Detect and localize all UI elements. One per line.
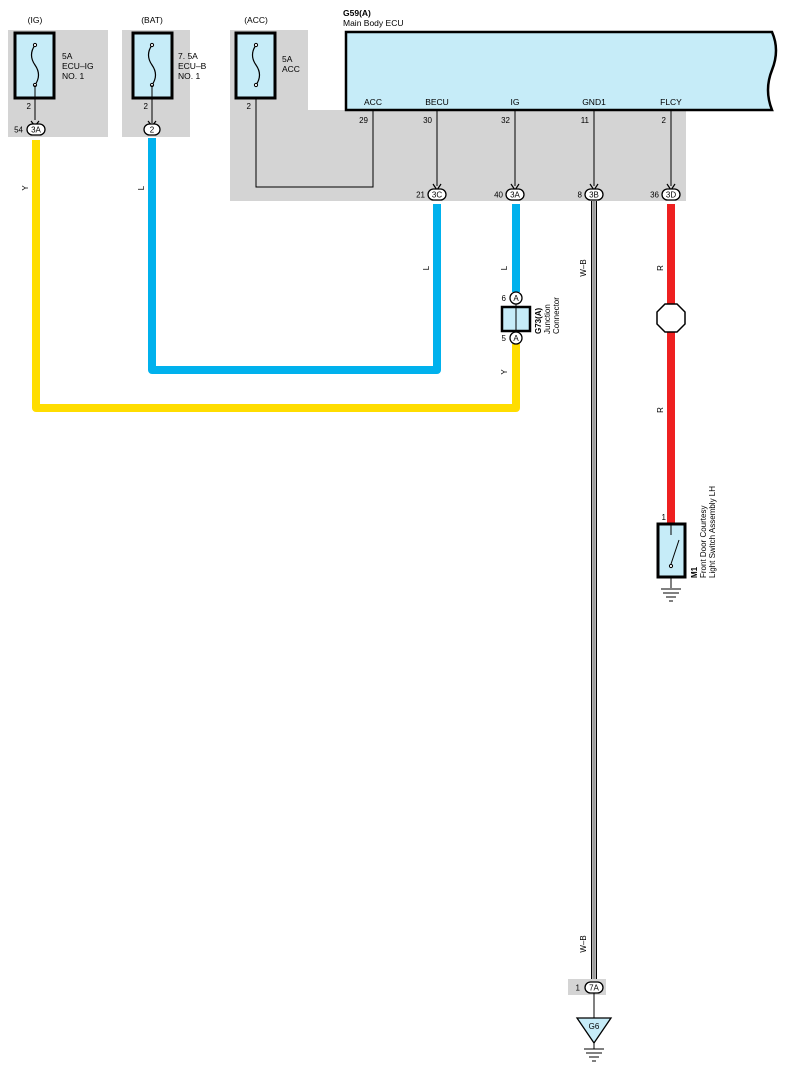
ecu-terminal-becu: BECU xyxy=(425,97,449,107)
junction-name1: Junction xyxy=(543,304,552,334)
fuse-ig-name2: NO. 1 xyxy=(62,71,84,81)
svg-text:3C: 3C xyxy=(432,191,442,200)
svg-text:7A: 7A xyxy=(589,984,599,993)
junction-connector: A 6 A 5 G73(A) Junction Connector xyxy=(500,291,561,345)
junction-code: G73(A) xyxy=(534,307,543,334)
svg-text:3A: 3A xyxy=(31,126,41,135)
door-courtesy-switch: 1 M1 Front Door Courtesy Light Switch As… xyxy=(656,486,717,602)
connector-ecu-3c: 3C 21 xyxy=(416,183,447,201)
switch-ground-icon xyxy=(661,588,681,602)
svg-text:3A: 3A xyxy=(510,191,520,200)
fuse-ig-pin: 2 xyxy=(27,102,32,111)
fuse-acc-name1: ACC xyxy=(282,64,300,74)
ground-icon xyxy=(584,1048,604,1062)
fuse-bat: (BAT) 7. 5A ECU–B NO. 1 2 xyxy=(131,15,207,123)
svg-text:3B: 3B xyxy=(589,191,599,200)
wire-yellow xyxy=(32,140,520,412)
svg-text:3D: 3D xyxy=(666,191,676,200)
ecu-terminal-gnd1: GND1 xyxy=(582,97,606,107)
ecu-pin-becu: 30 xyxy=(423,116,432,125)
fuse-bat-name2: NO. 1 xyxy=(178,71,200,81)
svg-text:2: 2 xyxy=(150,126,155,135)
svg-text:21: 21 xyxy=(416,191,425,200)
wire-label-l-ig: L xyxy=(500,265,509,270)
switch-code: M1 xyxy=(690,566,699,578)
connector-ecu-3a: 3A 40 xyxy=(494,183,525,201)
fuse-acc-rating: 5A xyxy=(282,54,293,64)
connector-ig-3a: 3A 54 xyxy=(14,120,46,136)
fuse-acc-supply: (ACC) xyxy=(244,15,268,25)
ground-connector-7a: 7A 1 xyxy=(576,981,604,994)
ecu-pin-flcy: 2 xyxy=(662,116,667,125)
svg-text:8: 8 xyxy=(578,191,583,200)
fuse-bat-name1: ECU–B xyxy=(178,61,207,71)
svg-text:6: 6 xyxy=(502,294,507,303)
fuse-bat-supply: (BAT) xyxy=(141,15,163,25)
ecu-internal-leads xyxy=(255,98,672,188)
connector-bat-2: 2 xyxy=(143,120,161,136)
ecu-panel xyxy=(230,30,686,201)
switch-name1: Front Door Courtesy xyxy=(699,506,708,578)
fuse-ig: (IG) 5A ECU–IG NO. 1 2 xyxy=(13,15,94,120)
svg-text:G6: G6 xyxy=(589,1022,600,1031)
svg-text:A: A xyxy=(513,294,519,303)
ecu-terminal-ig: IG xyxy=(511,97,520,107)
junction-name2: Connector xyxy=(552,297,561,334)
wire-label-y-jc: Y xyxy=(500,369,509,375)
connector-ecu-3d: 3D 36 xyxy=(650,183,681,201)
fuse-ig-name1: ECU–IG xyxy=(62,61,94,71)
fuse-bat-pin: 2 xyxy=(144,102,149,111)
wire-label-wb-top: W–B xyxy=(579,259,588,276)
wire-label-r-bottom: R xyxy=(656,407,665,413)
wire-label-r-top: R xyxy=(656,265,665,271)
wire-label-l-becu: L xyxy=(422,265,431,270)
fuse-acc-pin: 2 xyxy=(247,102,252,111)
ecu-box xyxy=(344,30,778,112)
wire-label-l-bat: L xyxy=(137,185,146,190)
connector-ecu-3b: 3B 8 xyxy=(578,183,604,201)
wire-label-y-left: Y xyxy=(21,185,30,191)
fuse-ig-supply: (IG) xyxy=(28,15,43,25)
ecu-pin-ig: 32 xyxy=(501,116,510,125)
switch-name2: Light Switch Assembly LH xyxy=(708,486,717,578)
svg-text:5: 5 xyxy=(502,334,507,343)
fuse-ig-rating: 5A xyxy=(62,51,73,61)
ecu-pin-gnd1: 11 xyxy=(581,116,590,125)
ecu-name: Main Body ECU xyxy=(343,18,403,28)
svg-text:1: 1 xyxy=(576,984,581,993)
wire-blue-bat xyxy=(148,138,441,374)
svg-text:54: 54 xyxy=(14,126,23,135)
ecu-pin-acc: 29 xyxy=(359,116,368,125)
inline-connector-octagon xyxy=(656,303,686,333)
ecu-terminal-flcy: FLCY xyxy=(660,97,682,107)
fuse-acc: (ACC) 5A ACC 2 xyxy=(234,15,300,111)
ground-point-g6: G6 xyxy=(575,1017,613,1045)
ecu-terminal-acc: ACC xyxy=(364,97,382,107)
svg-text:40: 40 xyxy=(494,191,503,200)
fuse-bat-rating: 7. 5A xyxy=(178,51,198,61)
ecu-code: G59(A) xyxy=(343,8,371,18)
svg-text:A: A xyxy=(513,334,519,343)
svg-text:36: 36 xyxy=(650,191,659,200)
wire-label-wb-bottom: W–B xyxy=(579,935,588,952)
svg-text:1: 1 xyxy=(662,513,667,522)
